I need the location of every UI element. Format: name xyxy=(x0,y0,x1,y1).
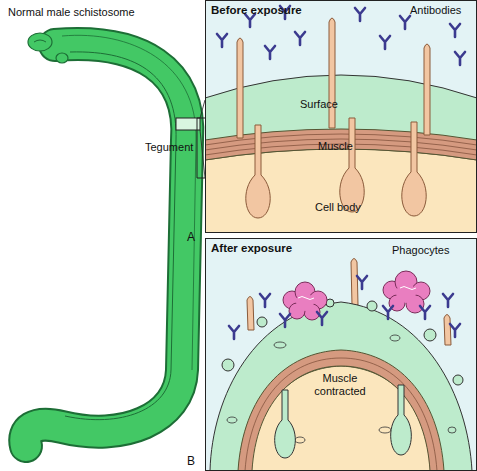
tegument-projection xyxy=(247,297,254,331)
tegument-layer xyxy=(205,75,477,233)
vacuole xyxy=(274,342,286,348)
bleb xyxy=(424,329,436,341)
antibody xyxy=(450,324,460,337)
antibody xyxy=(265,46,275,59)
antibody xyxy=(229,326,239,339)
part-label: Normal male schistosome xyxy=(8,6,188,19)
tegument-projection xyxy=(351,259,358,306)
medium-background xyxy=(205,0,477,233)
part-label: Cell body xyxy=(315,201,375,214)
panel-heading: Before exposure xyxy=(211,4,302,16)
tegument-projection xyxy=(237,38,243,138)
tegument-dome xyxy=(210,302,472,471)
part-label: Phagocytes xyxy=(392,244,472,257)
antibody xyxy=(280,314,290,327)
panel-a-art xyxy=(205,0,477,233)
antibody xyxy=(260,294,270,307)
antibody xyxy=(443,294,453,307)
antibody xyxy=(357,276,367,289)
cell-body-bulb xyxy=(275,390,296,458)
oral-sucker xyxy=(28,33,52,51)
muscle-fibres xyxy=(205,134,477,155)
antibody xyxy=(217,34,227,47)
cell-body-bulb xyxy=(340,118,364,212)
panel-heading: After exposure xyxy=(211,242,292,254)
bleb xyxy=(257,317,267,327)
part-label: Muscle xyxy=(318,140,368,153)
phagocyte xyxy=(383,271,430,313)
zoom-box xyxy=(176,118,200,130)
vacuole xyxy=(379,427,391,433)
worm-body xyxy=(25,44,187,446)
ventral-sucker xyxy=(56,53,68,63)
phagocyte-core xyxy=(396,283,416,303)
antibody xyxy=(450,24,460,37)
vacuole xyxy=(390,335,400,341)
antibody xyxy=(295,32,305,45)
medium-background xyxy=(205,238,477,471)
bleb xyxy=(453,375,463,385)
tegument-projection xyxy=(444,315,451,346)
cell-body-bulb xyxy=(391,385,412,455)
vacuole xyxy=(295,437,305,443)
vacuole xyxy=(227,417,237,423)
muscle-layer xyxy=(205,129,477,160)
tegument-bracket xyxy=(197,118,205,178)
tegument-projection xyxy=(424,44,430,135)
antibodies xyxy=(229,276,460,339)
antibody xyxy=(355,8,365,21)
tegument-projection xyxy=(329,18,335,128)
cell-body-bulb xyxy=(246,125,270,218)
panel-box: Before exposure xyxy=(205,0,477,233)
bleb xyxy=(367,301,377,311)
antibody xyxy=(400,16,410,29)
schistosome-worm xyxy=(25,33,205,446)
panel-box: After exposure xyxy=(205,238,477,471)
vacuoles xyxy=(227,335,456,443)
phagocyte-core xyxy=(296,293,314,311)
worm-canal-line xyxy=(65,52,176,420)
vacuole xyxy=(448,427,456,433)
worm-outline xyxy=(25,44,187,446)
bleb xyxy=(222,359,234,371)
panel-letter: B xyxy=(187,455,201,468)
muscle-fibres xyxy=(245,358,437,471)
mouth-line xyxy=(34,40,46,42)
part-label: Antibodies xyxy=(410,4,476,17)
part-label: Muscle contracted xyxy=(303,372,377,398)
antibody xyxy=(420,306,430,319)
part-label: Tegument xyxy=(145,141,197,154)
antibody xyxy=(383,306,393,319)
antibody xyxy=(455,52,465,65)
phagocyte-granules xyxy=(298,287,416,300)
cell-body-bulb xyxy=(402,122,426,216)
contracted-muscle xyxy=(238,350,444,471)
panel-letter: A xyxy=(187,231,201,244)
antibody xyxy=(317,312,327,325)
worm-inner-line xyxy=(62,35,196,370)
part-label: Surface xyxy=(300,98,360,111)
panel-b-art xyxy=(205,238,477,471)
antibody xyxy=(380,36,390,49)
